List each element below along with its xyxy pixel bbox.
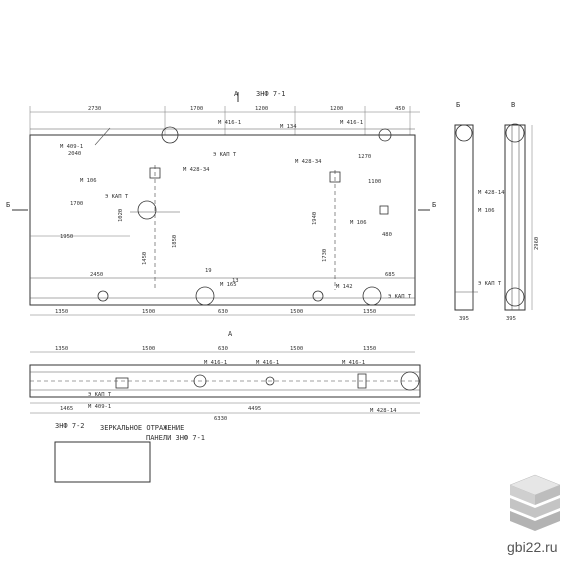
dimb-1500b: 1500 [290,346,303,352]
dimb-1500a: 1500 [142,346,155,352]
mark-m428-34a: М 428-34 [183,167,210,173]
embed-circle-5 [362,286,382,306]
dim-1200b: 1200 [330,106,343,112]
bottom-panel-title: ЗНФ 7-2 [55,422,85,430]
dim-1730: 1730 [322,249,328,262]
mirror-note-line2: ПАНЕЛИ ЗНФ 7-1 [146,434,205,442]
markb-m416c: М 416-1 [342,360,365,366]
embed-plate-3 [379,205,389,215]
section-v-title: В [511,101,515,109]
watermark-text: gbi22.ru [507,539,558,555]
mark-m416a: М 416-1 [218,120,241,126]
mirror-note: ЗНФ 7-2 ЗЕРКАЛЬНОЕ ОТРАЖЕНИЕ ПАНЕЛИ ЗНФ … [54,422,205,483]
section-b-title: Б [456,101,460,109]
markb-kapt: Э КАП Т [88,392,112,398]
dimb-4495: 4495 [248,406,261,412]
bottom-panel-view: A 1350 1500 630 1500 1350 М 416-1 М 416-… [29,330,421,422]
markb-m409: М 409-1 [88,404,111,410]
mark-m134: М 134 [280,124,297,130]
section-b-left: Б [6,201,10,209]
mirror-note-line1: ЗЕРКАЛЬНОЕ ОТРАЖЕНИЕ [100,424,184,432]
mark-m106a: М 106 [80,178,97,184]
markb-m416b: М 416-1 [256,360,279,366]
site-logo: gbi22.ru [507,474,561,555]
section-v-body [504,124,526,311]
section-b-body [454,124,474,311]
mark-m428-14: М 428-14 [478,190,505,196]
mark-m165: М 165 [220,282,237,288]
top-panel-view: A ЗНФ 7-1 2730 1700 1200 1200 450 2040 1… [6,90,436,316]
dim-480: 480 [382,232,392,238]
dim-1020: 1020 [118,209,124,222]
dim-2730: 2730 [88,106,101,112]
dim-1950: 1950 [60,234,73,240]
dim-2450: 2450 [90,272,103,278]
section-b-right: Б [432,201,436,209]
num-19: 19 [205,268,212,274]
mark-m409: М 409-1 [60,144,83,150]
embed-circle-7 [312,290,324,302]
mark-m142: М 142 [336,284,353,290]
dim-2960: 2960 [534,237,540,250]
dimb-630: 630 [218,346,228,352]
embed-circle-6 [97,290,109,302]
markb-m428-14: М 428-14 [370,408,397,414]
mark-kapt-4: Э КАП Т [478,281,502,287]
side-sections: Б В 395 395 2960 М 428-14 М 106 Э КАП Т [454,101,540,322]
mark-m106b: М 106 [350,220,367,226]
mark-kapt-2: Э КАП Т [105,194,129,200]
markb-m416a: М 416-1 [204,360,227,366]
top-panel-title: ЗНФ 7-1 [256,90,286,98]
embed-plate-1 [149,167,161,179]
dim-1350a: 1350 [55,309,68,315]
embed-circle-1 [161,126,179,144]
dim-1100: 1100 [368,179,381,185]
mark-m428-34b: М 428-34 [295,159,322,165]
dim-1450: 1450 [142,252,148,265]
dim-1850: 1850 [172,235,178,248]
dimb-1465: 1465 [60,406,73,412]
stamp-box [54,441,151,483]
dim-1500a: 1500 [142,309,155,315]
dim-1940: 1940 [312,212,318,225]
dim-395-b: 395 [459,316,469,322]
dimb-1350b: 1350 [363,346,376,352]
dim-1270: 1270 [358,154,371,160]
mark-m106c: М 106 [478,208,495,214]
dim-1350b: 1350 [363,309,376,315]
mark-m416b: М 416-1 [340,120,363,126]
dim-630: 630 [218,309,228,315]
embed-circle-2 [378,128,392,142]
dimb-1350a: 1350 [55,346,68,352]
embed-circle-4 [195,286,215,306]
dim-1700: 1700 [190,106,203,112]
dim-1700-left: 1700 [70,201,83,207]
dimb-6330: 6330 [214,416,227,422]
dim-1500b: 1500 [290,309,303,315]
section-a-title: A [228,330,233,338]
dim-1200a: 1200 [255,106,268,112]
num-3: 13 [232,278,239,284]
dim-395-v: 395 [506,316,516,322]
embed-plate-2 [329,171,341,183]
dim-450: 450 [395,106,405,112]
mark-kapt-3: Э КАП Т [388,294,412,300]
view-a-arrow-label: A [234,90,239,98]
dim-2040: 2040 [68,151,81,157]
embed-circle-3 [137,200,157,220]
mark-kapt-1: Э КАП Т [213,152,237,158]
dim-685: 685 [385,272,395,278]
